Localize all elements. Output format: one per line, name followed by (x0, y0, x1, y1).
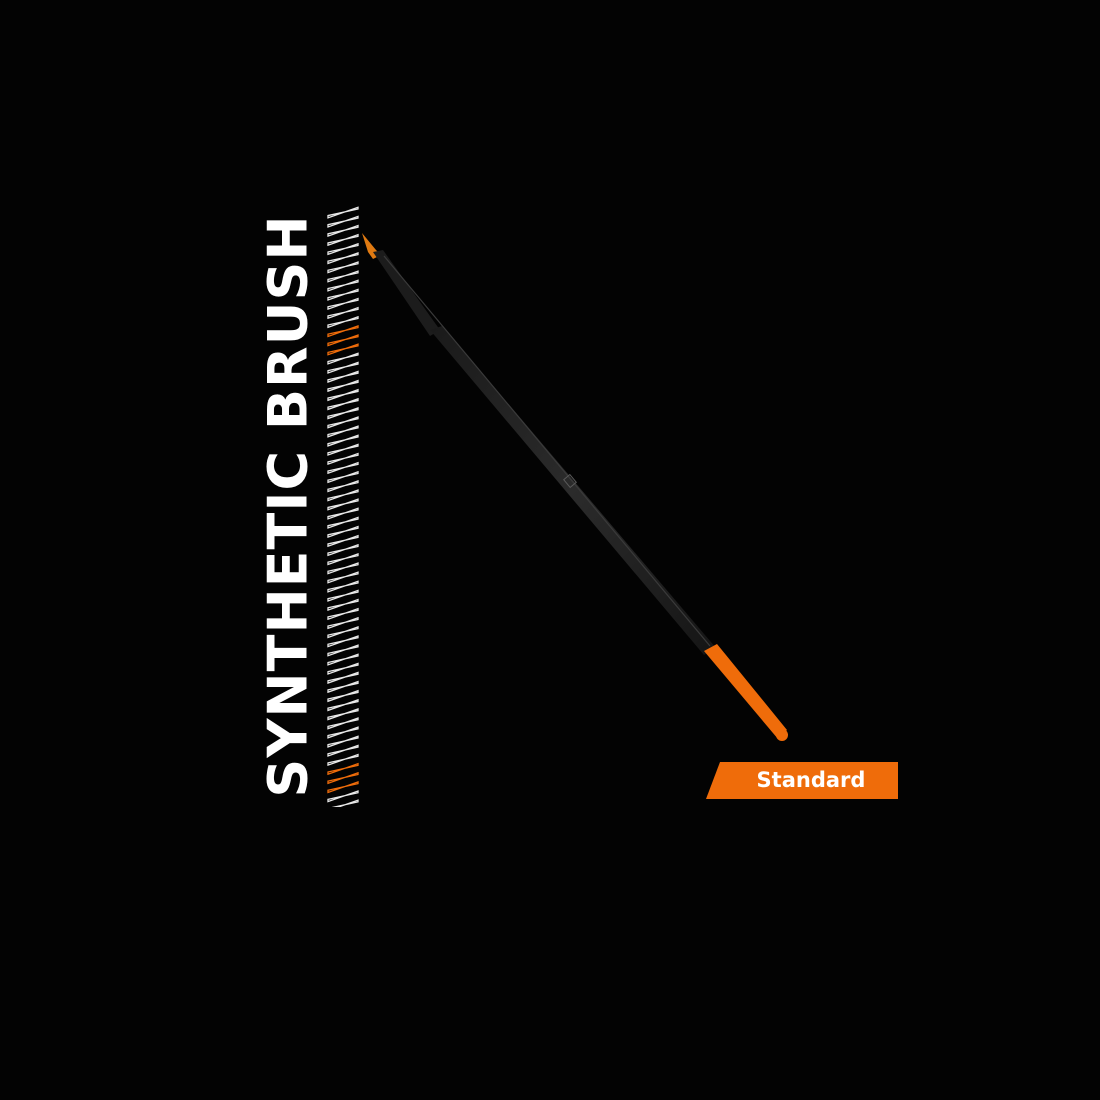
hatch-cell (327, 279, 359, 292)
brush-end-cap (704, 644, 787, 739)
hatch-cell (327, 516, 359, 529)
hatch-cell (327, 242, 359, 256)
hatch-cell (327, 224, 359, 238)
hatch-cell (327, 206, 359, 219)
brush-handle-marking (563, 473, 577, 489)
hatch-cell (327, 662, 359, 675)
hatch-cell (327, 498, 359, 511)
hatch-cell-accent (327, 343, 359, 356)
hatch-cell-accent (327, 334, 359, 347)
hatch-cell (327, 215, 359, 228)
hatch-cell (327, 507, 359, 520)
variant-badge-label: Standard (756, 768, 866, 792)
hatch-cell (327, 525, 359, 539)
hatch-cell (327, 261, 359, 274)
hatch-cell (327, 616, 359, 630)
hatch-cell (327, 434, 359, 447)
hatch-cell-accent (327, 762, 359, 776)
hatch-cell (327, 589, 359, 602)
hatch-cell (327, 416, 359, 429)
hatch-cell (327, 735, 359, 748)
hatch-cell-accent (327, 324, 359, 338)
hatch-cell (327, 598, 359, 611)
hatch-cell (327, 625, 359, 639)
hatch-cell (331, 799, 359, 807)
hatch-cell (327, 443, 359, 456)
badge-background (706, 762, 898, 799)
hatch-cell (327, 744, 359, 757)
hatch-cell (327, 753, 359, 767)
hatch-cell (327, 270, 359, 283)
brush-end-tip (776, 729, 788, 741)
hatch-cell (327, 671, 359, 684)
hatch-cell (327, 689, 359, 703)
hatch-cell (327, 489, 359, 502)
hatch-cell (327, 607, 359, 621)
hatch-cell (327, 562, 359, 575)
brush-ferrule (373, 250, 440, 336)
hatch-cell (327, 543, 359, 557)
hatch-cell (327, 425, 359, 438)
hatch-cell (327, 726, 359, 739)
brush-handle (430, 326, 716, 655)
hatch-cell (327, 698, 359, 712)
hatch-cell (327, 352, 359, 365)
hatch-cell (327, 306, 359, 320)
hatch-cell (327, 680, 359, 694)
hatch-cell (327, 653, 359, 666)
hatch-cell (327, 370, 359, 383)
hatch-cell (327, 580, 359, 593)
hatch-cell-accent (327, 771, 359, 785)
hatch-cell (327, 534, 359, 548)
hatch-cell (327, 361, 359, 374)
hatch-cell (327, 233, 359, 247)
hatch-cell (327, 407, 359, 420)
hatch-cell (327, 480, 359, 493)
hatch-cell (327, 388, 359, 402)
hatch-cell (327, 552, 359, 566)
brush-handle-highlight (383, 255, 711, 647)
hatch-cell (327, 251, 359, 265)
hatch-cell (327, 461, 359, 475)
hatch-cell (327, 315, 359, 329)
hatch-cell (327, 288, 359, 301)
hatch-cell (327, 790, 359, 803)
variant-badge: Standard (706, 762, 898, 799)
hatch-cell (327, 571, 359, 584)
hatch-cell (327, 297, 359, 310)
hatch-cell (327, 470, 359, 484)
hatch-cell (327, 708, 359, 721)
hatch-stripe-bar (327, 206, 359, 807)
hatch-cell (327, 397, 359, 411)
hatch-cell (327, 717, 359, 730)
hatch-cell (327, 452, 359, 466)
hatch-cell (327, 635, 359, 648)
hatch-cell-accent (327, 781, 359, 794)
hatch-cell (327, 644, 359, 657)
hatch-cell (327, 379, 359, 393)
